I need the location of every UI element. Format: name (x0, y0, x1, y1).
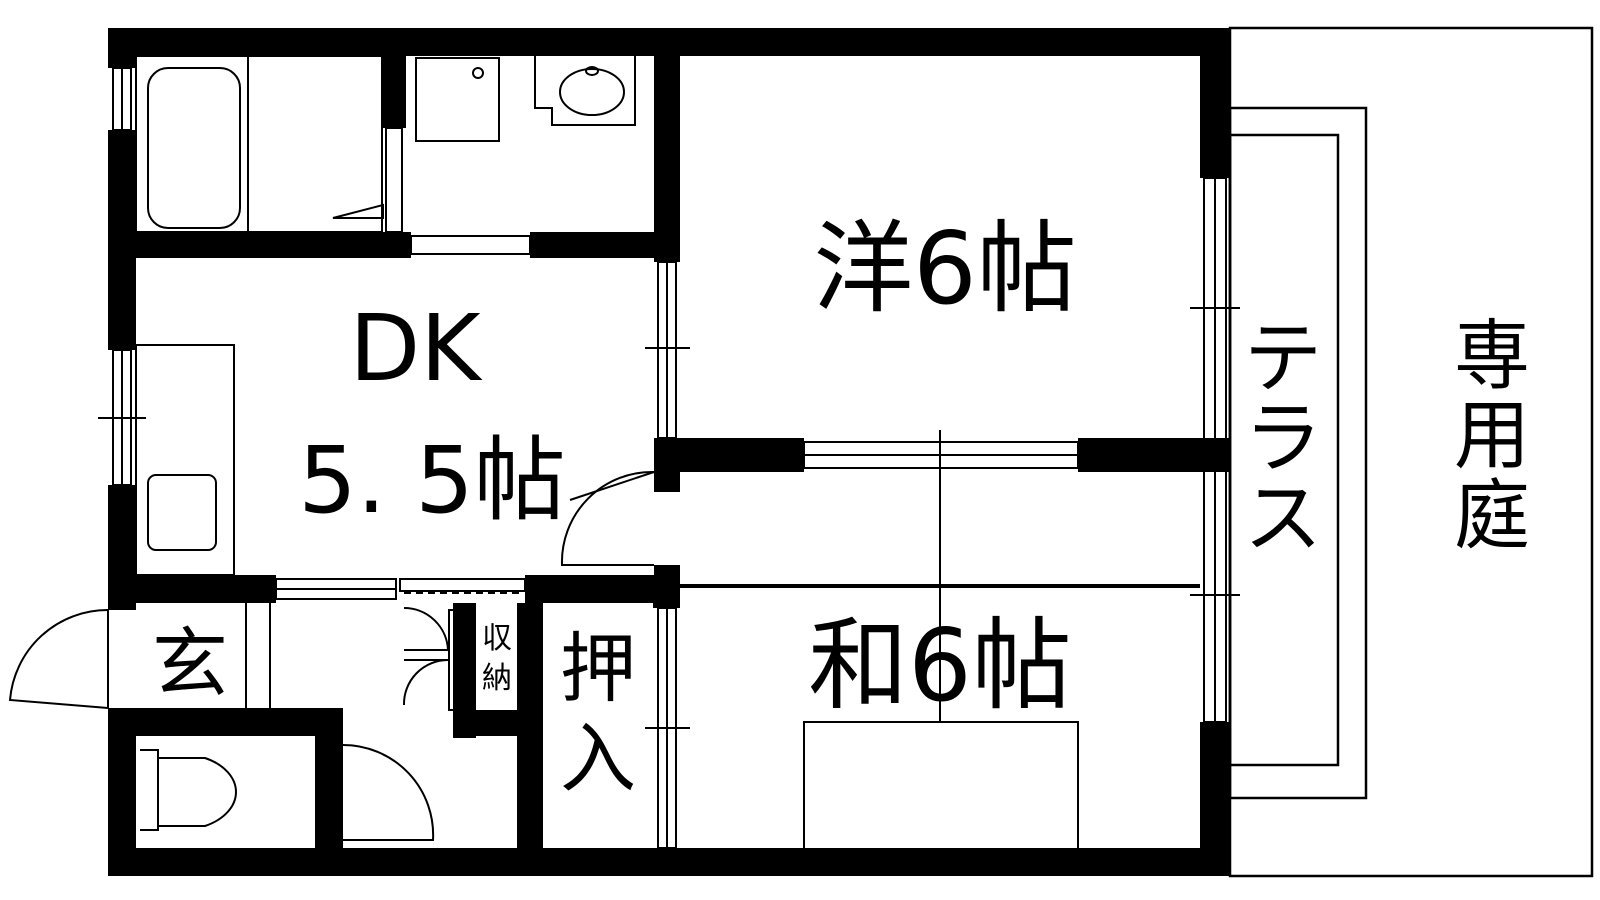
windows (98, 67, 1240, 873)
terrace-label: テ ラ ス (1244, 314, 1322, 564)
terrace-label-char: ラ (1244, 394, 1322, 484)
terrace-label-char: ス (1244, 474, 1322, 564)
storage-label-char: 納 (482, 661, 512, 696)
closet-label-char: 入 (560, 714, 636, 803)
storage-label-char: 収 (482, 621, 512, 656)
garden-label-char: 専 (1454, 311, 1530, 400)
dk-name-label: DK (349, 295, 483, 402)
dk-size-label: 5. 5帖 (298, 427, 566, 534)
storage-label: 収 納 (482, 621, 512, 696)
japanese-room-label: 和6帖 (808, 607, 1072, 724)
terrace-label-char: テ (1244, 314, 1322, 404)
fixtures (135, 55, 1200, 848)
swing-doors (8, 470, 655, 846)
western-room-label: 洋6帖 (813, 210, 1077, 327)
garden-label-char: 用 (1454, 391, 1530, 480)
walls (108, 28, 1230, 876)
garden-label-char: 庭 (1454, 471, 1530, 560)
closet-label-char: 押 (560, 624, 636, 713)
private-garden-label: 専 用 庭 (1454, 311, 1530, 560)
closet-label: 押 入 (560, 624, 636, 803)
entrance-label: 玄 (152, 619, 228, 708)
